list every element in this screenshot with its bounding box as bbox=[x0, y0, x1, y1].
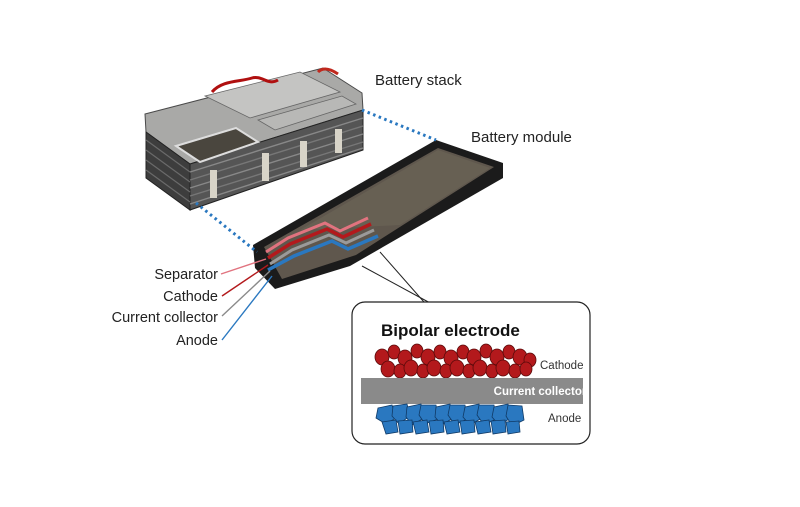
battery-module-label: Battery module bbox=[471, 129, 572, 146]
current-collector-label: Current collector bbox=[112, 310, 219, 326]
separator-label: Separator bbox=[154, 267, 218, 283]
anode-label: Anode bbox=[176, 333, 218, 349]
layer-stripes bbox=[265, 216, 379, 272]
leader-lines bbox=[220, 258, 273, 341]
bipolar-electrode-inset: Bipolar electrode Current collector bbox=[351, 301, 591, 445]
cathode-stripe bbox=[267, 222, 372, 260]
inset-title: Bipolar electrode bbox=[381, 321, 520, 340]
connector-lines bbox=[195, 108, 437, 254]
current-collector-bar bbox=[361, 378, 583, 404]
cathode-particles bbox=[374, 343, 537, 379]
current-collector-stripe bbox=[269, 228, 375, 266]
cathode-label: Cathode bbox=[163, 289, 218, 305]
zoom-lines bbox=[361, 251, 433, 305]
anode-stripe bbox=[267, 234, 379, 272]
inset-anode-label: Anode bbox=[548, 413, 581, 425]
battery-stack-illustration bbox=[144, 67, 364, 211]
inset-cathode-label: Cathode bbox=[540, 360, 583, 372]
inset-current-collector-label: Current collector bbox=[494, 386, 587, 398]
battery-stack-label: Battery stack bbox=[375, 72, 462, 89]
separator-stripe bbox=[265, 216, 369, 254]
anode-particles bbox=[375, 403, 525, 435]
